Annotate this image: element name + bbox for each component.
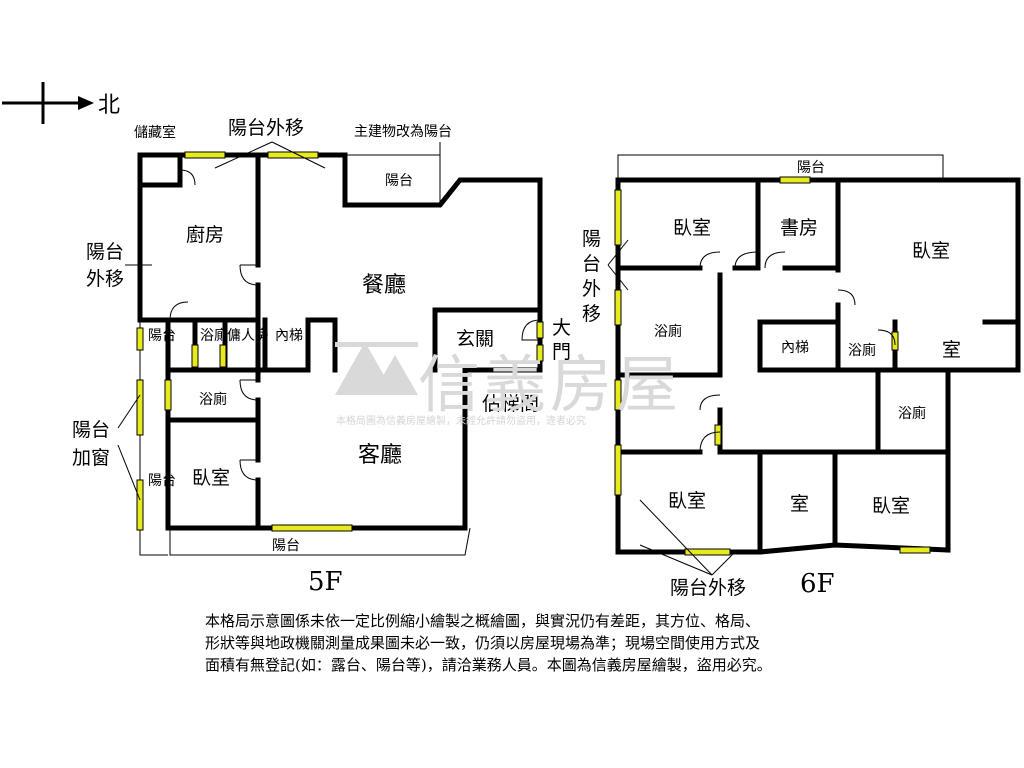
window-icon [614, 444, 622, 496]
window-icon [136, 327, 144, 351]
window-icon [614, 189, 622, 246]
window-icon [191, 344, 199, 368]
room-label: 傭人房 [227, 328, 269, 344]
door-swing-icon [169, 301, 189, 321]
note-char: 外 [582, 278, 601, 300]
floor-5f-walls [117, 141, 544, 556]
door-swing-icon [837, 289, 856, 306]
window-icon [219, 344, 227, 368]
room-label: 浴廁 [654, 323, 682, 340]
room-label: 臥室 [673, 217, 711, 239]
room-label: 陽台 [797, 160, 825, 176]
room-label: 廚房 [186, 223, 224, 246]
note-label: 門 [552, 341, 571, 363]
disclaimer-text: 本格局示意圖係未依一定比例縮小繪製之概繪圖，與實況仍有差距，其方位、格局、 形狀… [205, 610, 925, 676]
note-label: 外移 [86, 268, 124, 290]
room-label: 臥室 [872, 495, 910, 517]
note-label: 陽台 [86, 241, 124, 263]
room-label: 浴廁 [200, 327, 228, 344]
window-icon [184, 151, 226, 159]
room-label: 內梯 [275, 328, 303, 344]
room-label: 儲藏室 [134, 124, 176, 141]
note-char: 台 [582, 253, 601, 275]
door-swing-icon [521, 319, 541, 341]
floor-label: 6F [800, 569, 835, 599]
floor-label: 5F [308, 567, 343, 597]
window-icon [271, 524, 353, 532]
room-label: 浴廁 [199, 391, 227, 408]
room-label: 書房 [780, 217, 818, 239]
room-label: 臥室 [912, 240, 950, 262]
window-icon [164, 379, 172, 411]
note-label: 陽台外移 [670, 577, 746, 599]
note-label: 大 [552, 317, 571, 339]
note-char: 移 [582, 303, 601, 325]
room-label: 臥室 [192, 467, 230, 489]
watermark-logo [335, 342, 418, 395]
room-label: 陽台 [148, 473, 176, 489]
floor-6f-walls [607, 154, 1021, 576]
floor-5f-labels: 儲藏室 廚房 餐廳 玄關 客廳 浴廁 臥室 陽台 陽台 浴廁 傭人房 內梯 陽台… [72, 117, 571, 597]
door-swing-icon [699, 394, 721, 411]
disclaimer-line: 本格局示意圖係未依一定比例縮小繪製之概繪圖，與實況仍有差距，其方位、格局、 [205, 612, 761, 630]
room-label: 客廳 [358, 443, 402, 468]
door-swing-icon [699, 251, 721, 269]
room-label: 陽台 [385, 173, 413, 189]
window-icon [714, 424, 722, 446]
note-char: 陽 [582, 228, 601, 250]
note-label: 陽台外移 [228, 117, 304, 139]
compass-north-label: 北 [98, 93, 120, 118]
door-swing-icon [239, 264, 259, 286]
note-label: 加窗 [72, 447, 110, 469]
room-label: 室 [942, 339, 961, 361]
north-arrow-icon [2, 82, 94, 124]
window-icon [899, 546, 931, 554]
door-swing-icon [734, 251, 759, 269]
window-icon [267, 151, 319, 159]
room-label: 陽台 [272, 538, 300, 554]
room-label: 玄關 [456, 328, 494, 350]
room-label: 餐廳 [362, 273, 406, 298]
note-label: 陽台 [72, 419, 110, 441]
watermark-name: 信義房屋 [418, 348, 683, 421]
disclaimer-line: 形狀等與地政機關測量成果圖未必一致，仍須以房屋現場為準；現場空間使用方式及 [205, 634, 761, 652]
window-icon [779, 176, 811, 184]
note-label-vertical: 陽台外移 [582, 228, 601, 325]
room-label: 陽台 [148, 328, 176, 344]
door-swing-icon [179, 169, 196, 186]
door-swing-icon [699, 431, 721, 453]
room-label: 浴廁 [898, 405, 926, 422]
window-icon [614, 379, 622, 411]
floor-6f-labels: 陽台 臥室 書房 臥室 浴廁 內梯 浴廁 室 浴廁 臥室 室 臥室 陽台外移 6… [654, 160, 961, 599]
room-label: 臥室 [668, 490, 706, 512]
room-label: 室 [790, 493, 809, 515]
window-icon [536, 344, 544, 362]
disclaimer-line: 面積有無登記(如：露台、陽台等)，請洽業務人員。本圖為信義房屋繪製，盜用必究。 [205, 656, 772, 674]
door-swing-icon [877, 329, 896, 346]
door-swing-icon [764, 251, 786, 269]
room-label: 浴廁 [848, 342, 876, 359]
window-icon [536, 321, 544, 339]
watermark-subtext: 本格局圖為信義房屋繪製，未經允許請勿盜用，違者必究 [336, 416, 586, 427]
window-icon [684, 548, 731, 556]
note-label: 佔梯間 [482, 393, 539, 415]
note-label: 主建物改為陽台 [354, 124, 452, 140]
room-label: 內梯 [781, 340, 809, 356]
window-icon [136, 379, 144, 436]
door-swing-icon [239, 379, 259, 401]
door-swing-icon [239, 459, 259, 481]
window-icon [614, 289, 622, 326]
window-icon [136, 479, 144, 531]
